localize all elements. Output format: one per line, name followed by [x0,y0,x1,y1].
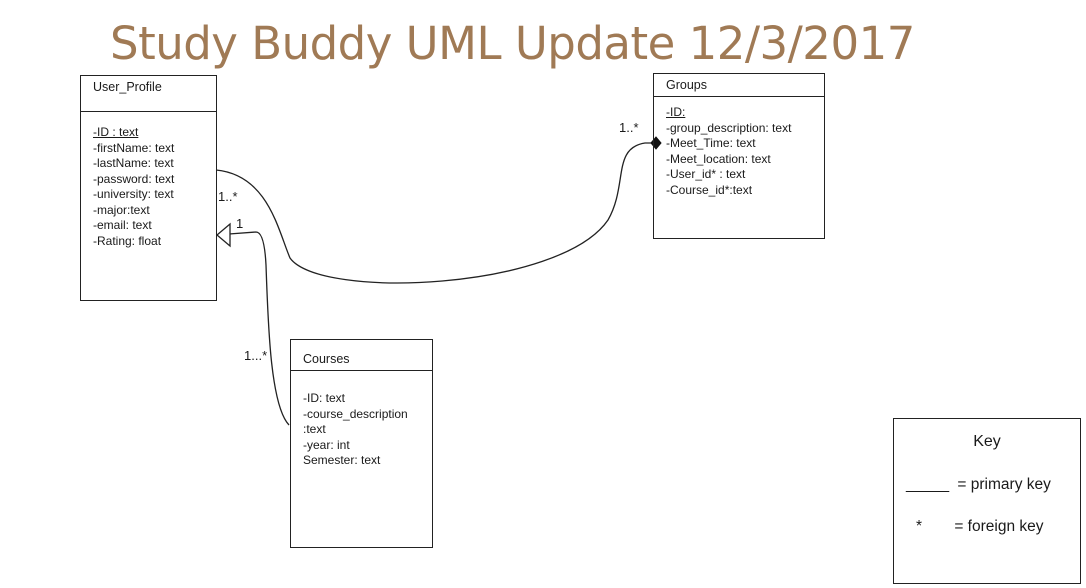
user-groups-association-line [215,142,652,284]
groups-class-box: Groups -ID: -group_description: text -Me… [653,73,825,239]
groups-attribute-user-id: -User_id* : text [666,167,746,181]
diagram-title: Study Buddy UML Update 12/3/2017 [110,17,915,70]
user-profile-attribute-rating: -Rating: float [93,233,162,248]
key-legend-title: Key [973,433,1001,450]
courses-user-relationship-line [228,231,290,426]
courses-class-box: Courses -ID: text -course_description :t… [290,339,433,548]
multiplicity-user-courses-side: 1 [236,216,244,231]
multiplicity-courses-side: 1...* [244,348,268,363]
user-profile-attribute-id: -ID : text [93,125,139,139]
key-primary-text: = primary key [957,476,1051,493]
user-profile-class-box: User_Profile -ID : text -firstName: text… [80,75,217,301]
courses-attribute-description-type: :text [303,422,326,436]
groups-attribute-meet-location: -Meet_location: text [666,151,771,166]
multiplicity-groups-side: 1..* [619,120,639,135]
user-profile-attribute-password: -password: text [93,171,175,186]
key-foreign-text: = foreign key [954,518,1044,535]
groups-attribute-id: -ID: [666,105,686,119]
multiplicity-user-groups-side: 1..* [218,189,238,204]
user-profile-class-name: User_Profile [81,76,216,112]
groups-class-name: Groups [654,74,824,97]
key-primary-row: _____ = primary key [906,475,1051,495]
user-profile-attribute-major: -major:text [93,202,150,217]
courses-attribute-year: -year: int [303,437,350,452]
courses-attribute-description: -course_description [303,406,408,421]
groups-attribute-meet-time: -Meet_Time: text [666,136,756,150]
inheritance-arrow-icon [215,222,231,248]
courses-attribute-id: -ID: text [303,391,346,405]
user-profile-attribute-university: -university: text [93,187,174,201]
courses-class-name: Courses [291,340,432,371]
groups-attribute-course-id: -Course_id*:text [666,182,753,197]
key-foreign-symbol: * [916,518,923,535]
user-profile-attribute-list: -ID : text -firstName: text -lastName: t… [93,125,174,249]
key-primary-symbol: _____ [906,476,950,493]
key-legend-box: Key _____ = primary key * = foreign key [893,418,1081,584]
groups-attribute-description: -group_description: text [666,120,792,135]
user-profile-attribute-lastname: -lastName: text [93,156,174,170]
courses-attribute-semester: Semester: text [303,453,381,467]
groups-attribute-list: -ID: -group_description: text -Meet_Time… [666,105,791,198]
key-foreign-row: * = foreign key [906,517,1044,537]
user-profile-attribute-email: -email: text [93,218,152,232]
user-profile-attribute-firstname: -firstName: text [93,140,175,155]
courses-attribute-list: -ID: text -course_description :text -yea… [303,391,408,469]
